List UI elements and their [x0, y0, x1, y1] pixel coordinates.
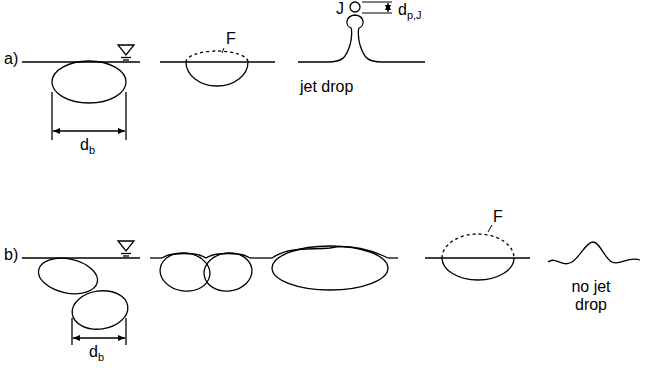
dimension-label: db [89, 343, 104, 363]
panel-letter: a) [4, 50, 18, 68]
stage-label: no jet drop [556, 278, 626, 313]
stage-label: jet drop [300, 78, 353, 96]
dimension-label: dp,J [398, 1, 422, 21]
panel-letter: b) [4, 246, 18, 264]
drop-label: J [336, 0, 344, 18]
film-label: F [226, 30, 236, 48]
dimension-label: db [80, 136, 95, 156]
film-label: F [493, 208, 503, 226]
